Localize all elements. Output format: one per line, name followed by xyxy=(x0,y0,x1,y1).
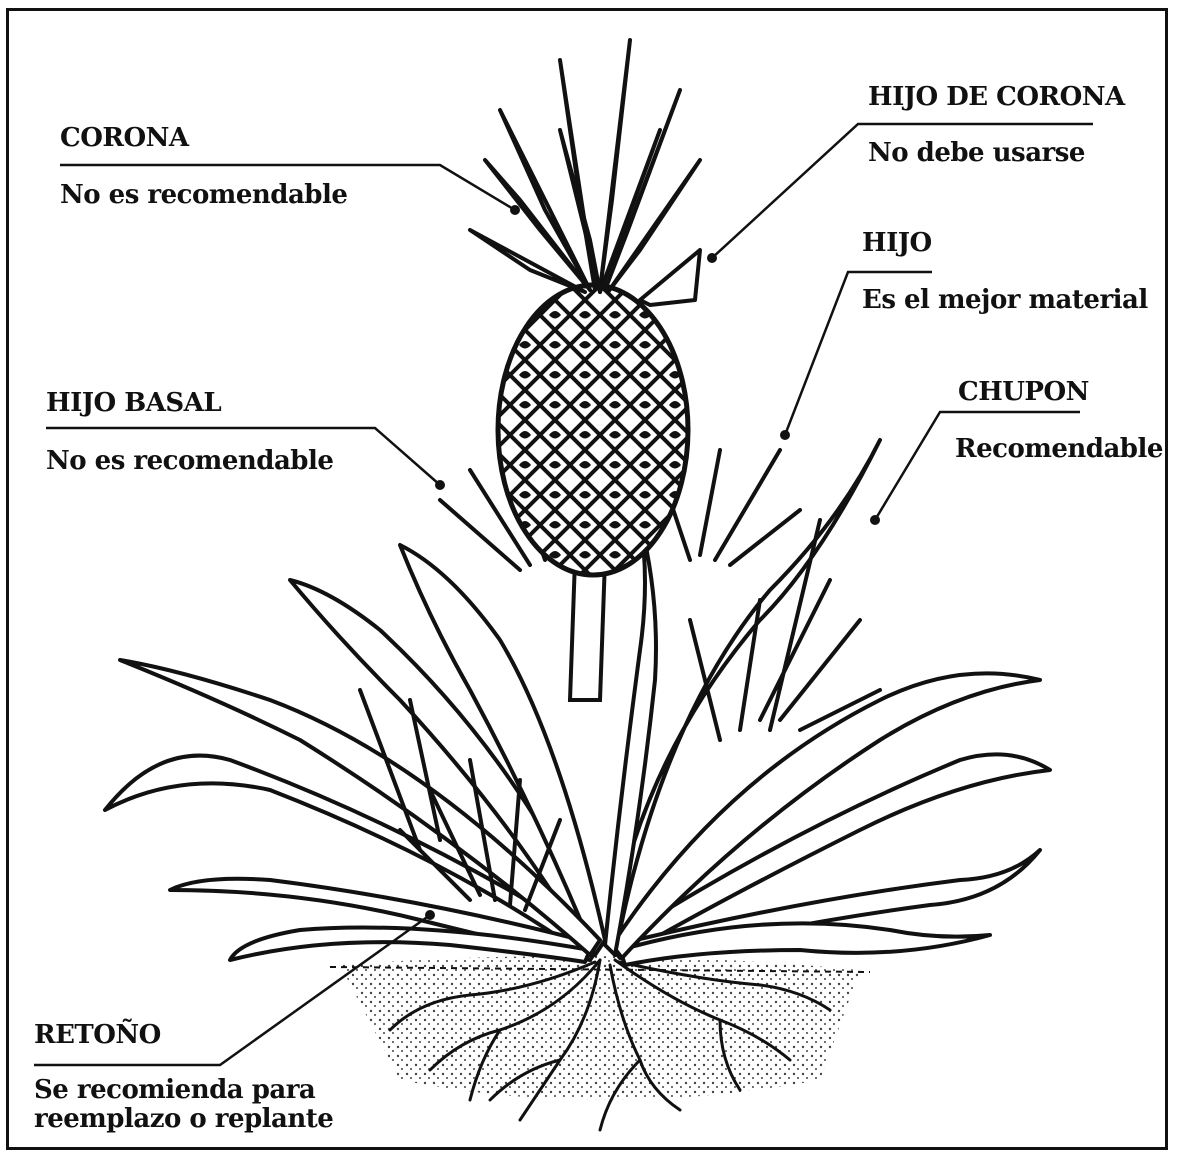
label-retono-title: RETOÑO xyxy=(34,1020,161,1050)
label-hijo-corona-title: HIJO DE CORONA xyxy=(868,82,1125,112)
soil xyxy=(330,956,870,1100)
label-chupon-desc: Recomendable xyxy=(955,434,1163,464)
label-hijo-basal-title: HIJO BASAL xyxy=(46,388,221,418)
label-chupon-title: CHUPON xyxy=(958,377,1089,407)
label-hijo-basal-desc: No es recomendable xyxy=(46,446,333,476)
pineapple-crown xyxy=(470,40,700,305)
label-corona-desc: No es recomendable xyxy=(60,180,347,210)
label-hijo-desc: Es el mejor material xyxy=(862,285,1148,315)
label-hijo-title: HIJO xyxy=(862,228,932,258)
label-retono-desc: Se recomienda para reemplazo o replante xyxy=(34,1076,333,1134)
label-retono-desc-line2: reemplazo o replante xyxy=(34,1105,333,1134)
label-corona-title: CORONA xyxy=(60,123,189,153)
pineapple-fruit xyxy=(498,285,688,575)
fruit-stem xyxy=(570,560,605,700)
label-retono-desc-line1: Se recomienda para xyxy=(34,1076,333,1105)
label-hijo-corona-desc: No debe usarse xyxy=(868,138,1085,168)
